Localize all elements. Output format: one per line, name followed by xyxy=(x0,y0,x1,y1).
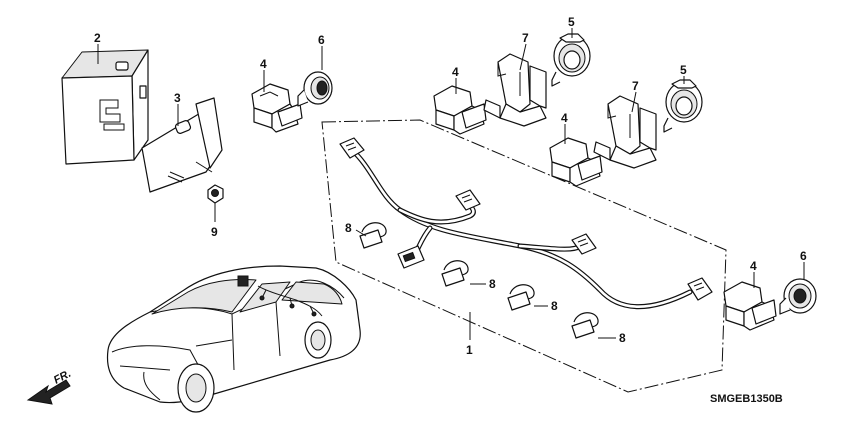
harness-connector-c xyxy=(397,245,425,269)
callout-8-clip-b: 8 xyxy=(489,277,496,291)
callout-8-clip-d: 8 xyxy=(619,331,626,345)
callout-4-sensor-housing-a: 4 xyxy=(260,57,267,71)
harness-connector-d xyxy=(571,233,597,255)
callout-6-sensor-ring-b: 6 xyxy=(800,249,807,263)
sensor-ring-a xyxy=(297,71,333,107)
leader-lines xyxy=(97,28,805,340)
sensor-housing-c xyxy=(549,137,603,187)
callout-9-nut: 9 xyxy=(211,225,218,239)
harness-connector-b xyxy=(455,189,481,211)
retainer-b xyxy=(593,95,657,169)
callout-4-sensor-housing-c: 4 xyxy=(561,111,568,125)
sensor-housing-b xyxy=(433,85,487,135)
vehicle-control-unit-location xyxy=(237,275,249,287)
harness-connector-a xyxy=(339,137,365,159)
harness-clip-d xyxy=(571,312,599,339)
callout-8-clip-a: 8 xyxy=(345,221,352,235)
sensor-housing-a xyxy=(251,83,303,133)
harness-connector-e xyxy=(687,277,713,301)
sensor-ring-b xyxy=(779,278,817,315)
sensor-head-b xyxy=(663,79,703,133)
harness-clip-a xyxy=(359,222,387,249)
harness-clip-b xyxy=(441,260,469,287)
callout-4-sensor-housing-b: 4 xyxy=(452,65,459,79)
front-direction-arrow-icon xyxy=(26,379,71,405)
callout-5-sensor-head-b: 5 xyxy=(680,63,687,77)
callout-5-sensor-head-a: 5 xyxy=(568,15,575,29)
retainer-a xyxy=(483,53,547,127)
diagram-code: SMGEB1350B xyxy=(710,393,783,405)
harness-clip-c xyxy=(507,284,535,311)
callout-2-control-unit: 2 xyxy=(94,31,101,45)
vehicle-illustration xyxy=(106,265,361,413)
nut xyxy=(207,184,224,204)
wire-harness xyxy=(339,137,713,310)
sensor-head-a xyxy=(551,33,591,87)
harness-group-boundary xyxy=(321,119,727,393)
parking-sensor-control-unit xyxy=(61,49,149,165)
callout-1-harness: 1 xyxy=(466,343,473,357)
callout-4-sensor-housing-d: 4 xyxy=(750,259,757,273)
direction-label: FR. xyxy=(52,368,73,387)
callout-3-bracket: 3 xyxy=(174,91,181,105)
callout-8-clip-c: 8 xyxy=(551,299,558,313)
callout-6-sensor-ring-a: 6 xyxy=(318,33,325,47)
sensor-housing-d xyxy=(723,281,777,331)
control-unit-bracket xyxy=(141,97,223,193)
callout-7-retainer-a: 7 xyxy=(522,31,529,45)
callout-7-retainer-b: 7 xyxy=(632,79,639,93)
